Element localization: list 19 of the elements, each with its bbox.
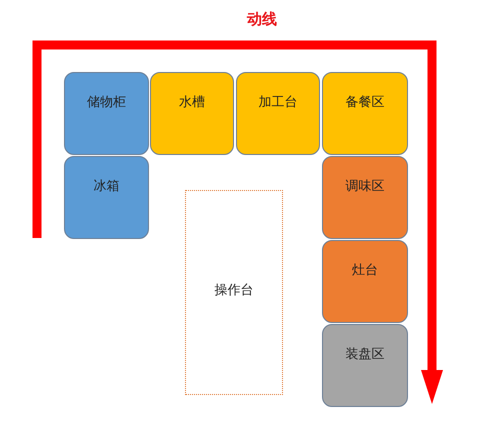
zone-block [322, 240, 408, 323]
zone-label: 备餐区 [344, 94, 386, 111]
zone-block [322, 324, 408, 407]
zone-block [322, 72, 408, 155]
zone-label: 加工台 [258, 94, 298, 111]
zone-block [322, 156, 408, 239]
work-area-outline [185, 190, 283, 395]
zone-block [150, 72, 234, 155]
zone-label: 冰箱 [92, 178, 120, 195]
diagram-title: 动线 [246, 10, 278, 29]
zone-label: 调味区 [344, 178, 386, 195]
zone-label: 水槽 [178, 94, 206, 111]
zone-label: 装盘区 [344, 346, 386, 363]
zone-label: 灶台 [351, 262, 379, 279]
zone-label: 储物柜 [86, 94, 127, 111]
zone-block [64, 72, 149, 155]
zone-block [64, 156, 149, 239]
zone-block [236, 72, 320, 155]
zone-label: 操作台 [214, 282, 254, 299]
